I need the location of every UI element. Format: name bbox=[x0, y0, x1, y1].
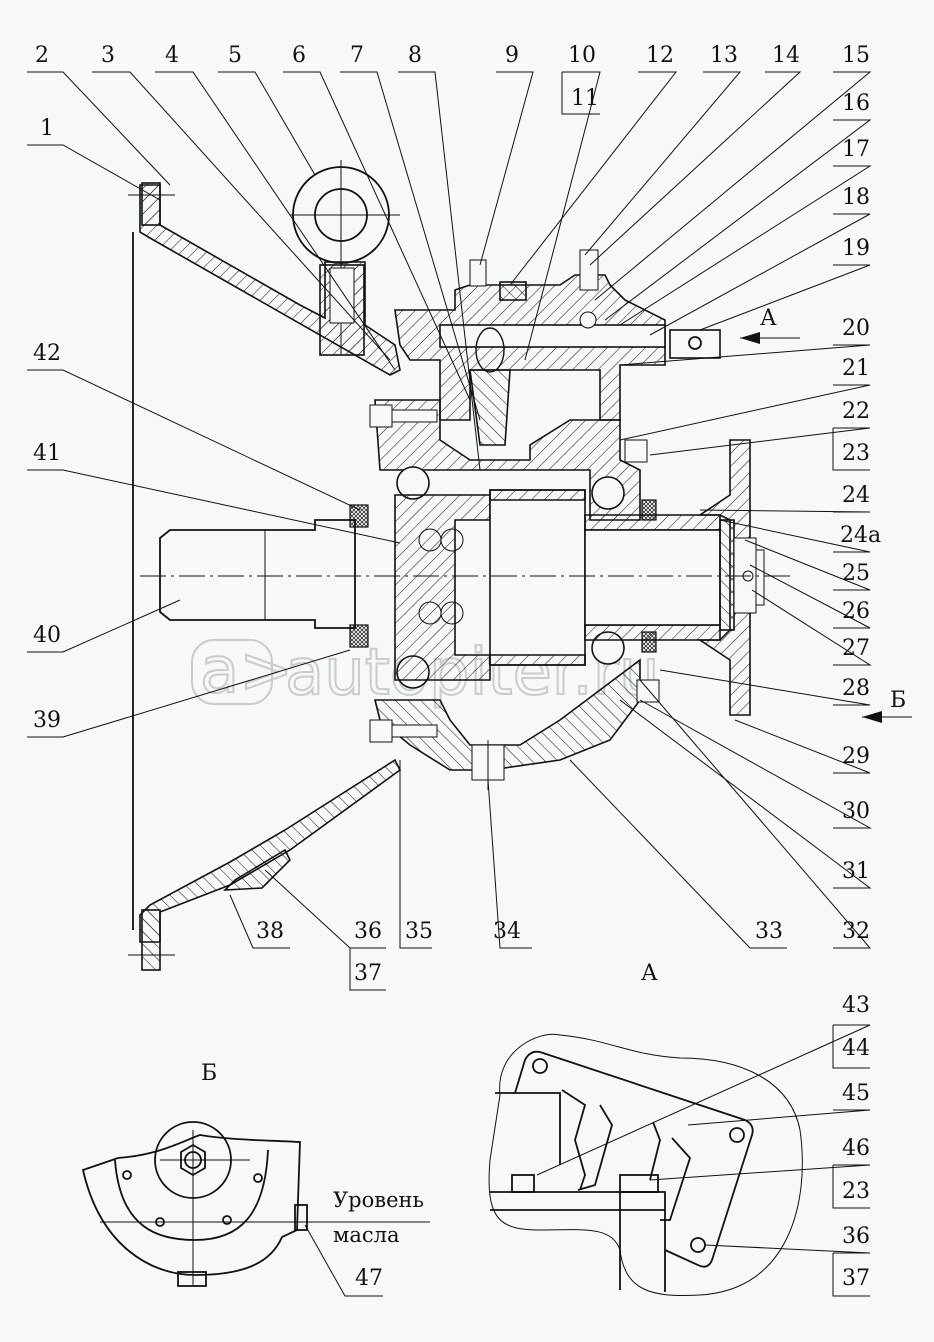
leader-lines bbox=[27, 71, 872, 1297]
callout-44: 44 bbox=[842, 1036, 870, 1061]
callout-26: 26 bbox=[842, 599, 870, 624]
callout-16: 16 bbox=[842, 91, 870, 116]
mid-housing bbox=[374, 399, 641, 521]
callout-29: 29 bbox=[842, 744, 870, 769]
bell-housing-lower bbox=[139, 758, 402, 943]
callout-37-view-a: 37 bbox=[842, 1266, 870, 1291]
callout-23: 23 bbox=[842, 441, 870, 466]
callout-35: 35 bbox=[405, 919, 433, 944]
callout-31: 31 bbox=[842, 859, 870, 884]
bearing-ball bbox=[591, 476, 625, 510]
svg-text:А: А bbox=[760, 306, 777, 331]
callout-36: 36 bbox=[354, 919, 382, 944]
callout-22: 22 bbox=[842, 399, 870, 424]
callout-24a: 24a bbox=[840, 523, 881, 548]
callout-3: 3 bbox=[101, 43, 115, 68]
callout-20: 20 bbox=[842, 316, 870, 341]
callout-25: 25 bbox=[842, 561, 870, 586]
callout-1: 1 bbox=[40, 116, 54, 141]
callout-4: 4 bbox=[165, 43, 179, 68]
callout-41: 41 bbox=[33, 441, 61, 466]
oil-level-label-line2: масла bbox=[333, 1223, 399, 1247]
callout-11: 11 bbox=[571, 86, 599, 111]
callout-33: 33 bbox=[755, 919, 783, 944]
callout-10: 10 bbox=[568, 43, 596, 68]
callout-40: 40 bbox=[33, 623, 61, 648]
callout-27: 27 bbox=[842, 636, 870, 661]
callout-45: 45 bbox=[842, 1081, 870, 1106]
callout-19: 19 bbox=[842, 236, 870, 261]
watermark-logo: a> bbox=[200, 634, 293, 708]
callout-12: 12 bbox=[646, 43, 674, 68]
callout-32: 32 bbox=[842, 919, 870, 944]
callout-14: 14 bbox=[772, 43, 800, 68]
view-arrow-a: А bbox=[740, 306, 800, 344]
callout-13: 13 bbox=[710, 43, 738, 68]
callout-36-view-a: 36 bbox=[842, 1224, 870, 1249]
view-a-detail: А 43 44 45 46 23 36 37 bbox=[488, 961, 871, 1297]
oil-level-label-line1: Уровень bbox=[333, 1188, 424, 1212]
callout-39: 39 bbox=[33, 708, 61, 733]
main-section bbox=[128, 160, 790, 971]
callout-labels: 2 3 4 5 6 7 8 9 10 12 13 14 15 11 1 42 4… bbox=[33, 43, 881, 986]
view-a-title: А bbox=[641, 961, 658, 986]
callout-9: 9 bbox=[505, 43, 519, 68]
callout-43: 43 bbox=[842, 993, 870, 1018]
callout-24: 24 bbox=[842, 483, 870, 508]
view-b-title: Б bbox=[201, 1061, 217, 1086]
callout-47: 47 bbox=[355, 1266, 383, 1291]
callout-42: 42 bbox=[33, 341, 61, 366]
callout-34: 34 bbox=[493, 919, 521, 944]
callout-28: 28 bbox=[842, 676, 870, 701]
shaft-input bbox=[439, 324, 666, 348]
view-arrow-b: Б bbox=[862, 688, 912, 723]
callout-37: 37 bbox=[354, 961, 382, 986]
callout-17: 17 bbox=[842, 137, 870, 162]
callout-7: 7 bbox=[350, 43, 364, 68]
callout-30: 30 bbox=[842, 799, 870, 824]
callout-38: 38 bbox=[256, 919, 284, 944]
callout-5: 5 bbox=[228, 43, 242, 68]
gear bbox=[489, 489, 586, 666]
callout-8: 8 bbox=[408, 43, 422, 68]
view-b: Б Уровень масла 47 bbox=[81, 1061, 430, 1291]
svg-text:Б: Б bbox=[890, 688, 906, 713]
callout-23-view-a: 23 bbox=[842, 1179, 870, 1204]
output-flange bbox=[697, 439, 751, 716]
output-shaft bbox=[159, 519, 356, 629]
callout-2: 2 bbox=[35, 43, 49, 68]
callout-21: 21 bbox=[842, 356, 870, 381]
callout-46: 46 bbox=[842, 1136, 870, 1161]
callout-6: 6 bbox=[292, 43, 306, 68]
callout-18: 18 bbox=[842, 185, 870, 210]
callout-15: 15 bbox=[842, 43, 870, 68]
